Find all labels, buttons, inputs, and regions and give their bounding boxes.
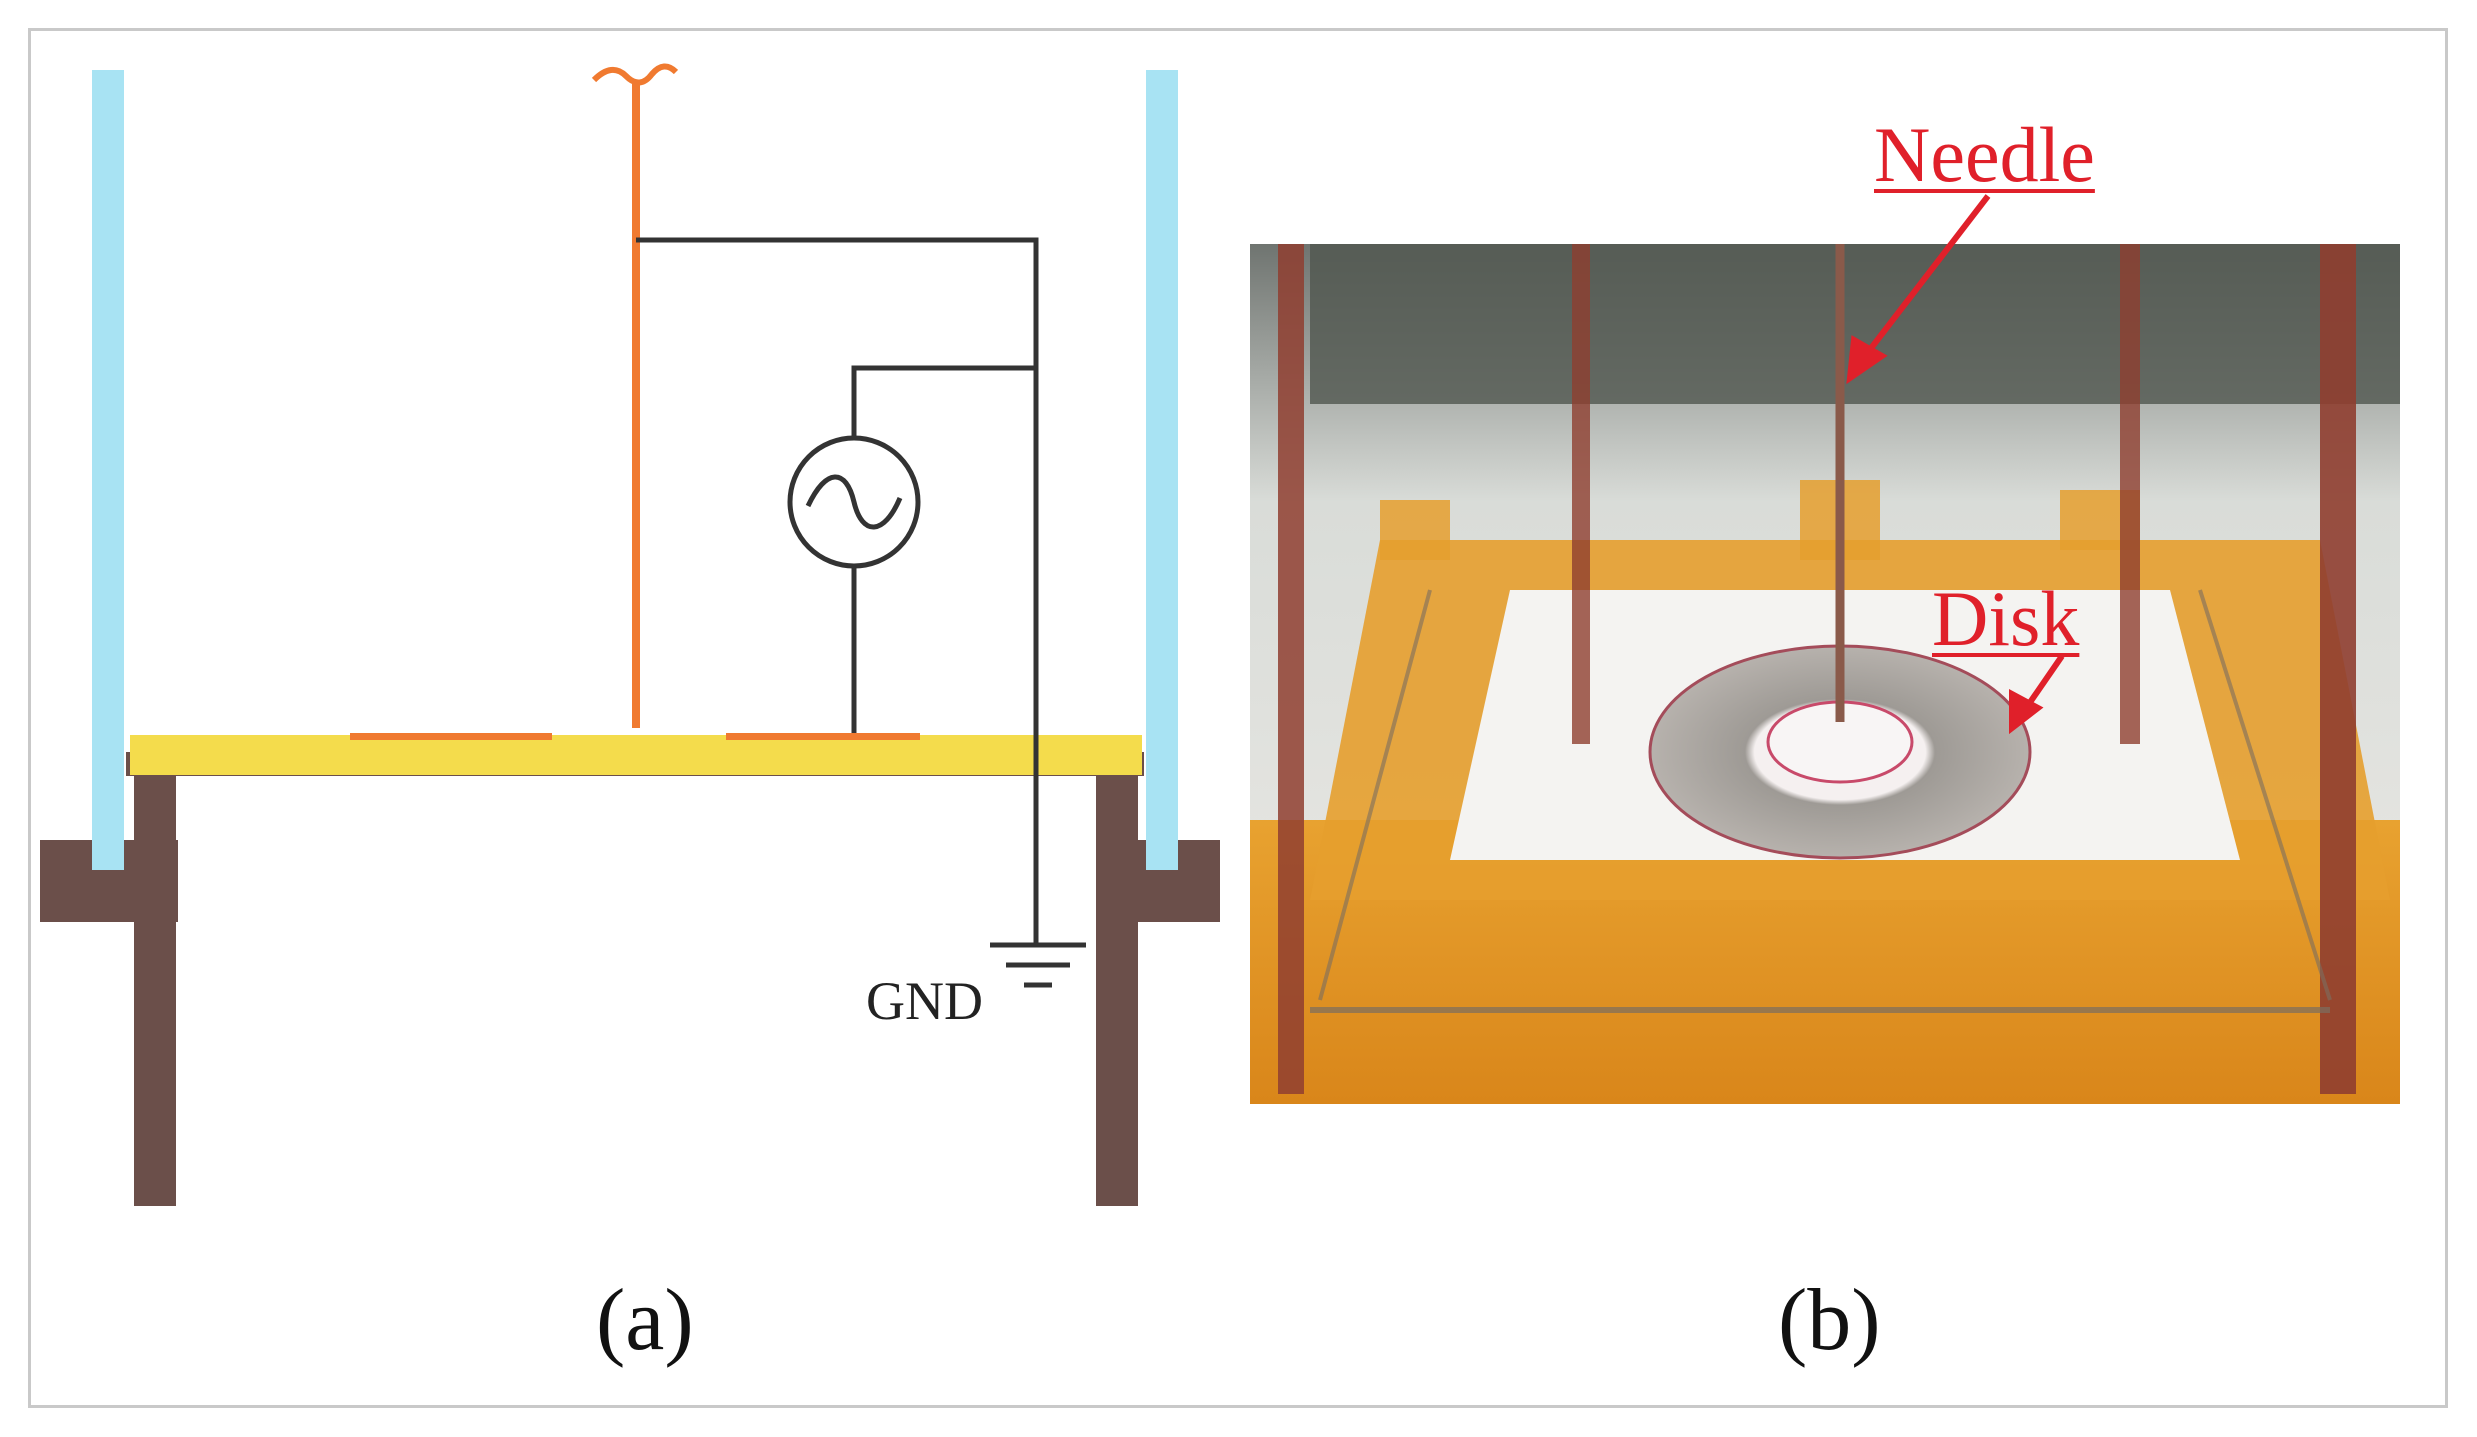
panel-a-schematic: GND (a): [40, 63, 1220, 1369]
glass-wall-right: [1146, 70, 1178, 870]
schematic-drawing: [40, 63, 1220, 1206]
panel-b-photo: Needle Disk (b): [1240, 0, 2477, 1437]
ground-symbol-icon: [990, 942, 1086, 988]
glass-wall-left: [92, 70, 124, 870]
needle-break-icon: [591, 63, 679, 86]
wire-source-top: [851, 365, 1036, 446]
caption-b: (b): [1778, 1272, 1881, 1369]
post-front-left: [1278, 244, 1304, 1094]
post-front-right: [2320, 244, 2356, 1094]
substrate-plate: [130, 735, 1142, 775]
ac-source-icon: [787, 435, 921, 569]
photo-illustration: [1250, 194, 2400, 1104]
needle-arrow-head-icon: [1846, 335, 1888, 385]
needle-arrow: [1859, 194, 1991, 362]
needle-label: Needle: [1874, 111, 2095, 198]
electrode-right: [726, 733, 920, 740]
post-back-right: [2120, 244, 2140, 744]
disk-arrow-head-icon: [2009, 688, 2044, 735]
wire-needle-to-ground: [636, 237, 1039, 945]
annotation-arrows: [1846, 194, 2065, 735]
electrode-left: [350, 733, 552, 740]
disk-label: Disk: [1932, 575, 2080, 662]
photo-dark-top: [1310, 244, 2400, 404]
caption-a: (a): [596, 1272, 694, 1369]
ground-label: GND: [866, 971, 983, 1031]
photo-content: [1250, 244, 2400, 1104]
needle-electrode: [591, 63, 679, 728]
post-back-left: [1572, 244, 1590, 744]
circuit-wires: [636, 237, 1039, 945]
support-frame: [40, 752, 1220, 1206]
